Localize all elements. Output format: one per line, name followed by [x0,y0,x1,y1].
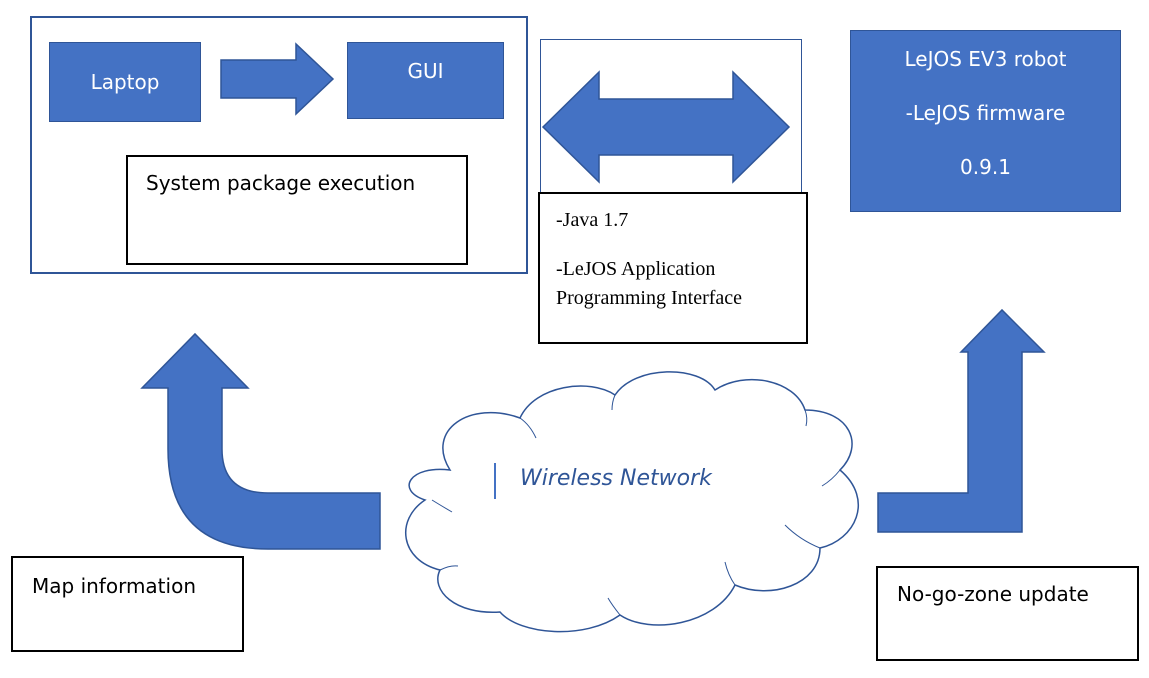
laptop-box: Laptop [49,42,201,122]
robot-title: LeJOS EV3 robot [904,47,1067,71]
laptop-to-gui-arrow [220,42,335,116]
no-go-zone-update-box: No-go-zone update [876,566,1139,661]
api-interface-line: Programming Interface [556,287,743,309]
system-package-execution-label: System package execution [146,171,416,195]
api-java-line: -Java 1.7 [556,209,629,231]
wireless-network-label: Wireless Network [520,466,712,491]
robot-firmware-version: 0.9.1 [960,155,1011,179]
wireless-network-cloud [405,371,859,633]
robot-firmware: -LeJOS firmware [905,101,1066,125]
robot-box: LeJOS EV3 robot -LeJOS firmware 0.9.1 [850,30,1121,212]
api-lejos-line: -LeJOS Application [556,258,716,280]
gui-box: GUI [347,42,504,119]
api-arrow-frame [540,39,802,195]
network-to-robot-arrow [877,308,1046,533]
map-information-box: Map information [11,556,244,652]
laptop-group-frame [30,16,528,274]
system-package-execution-box: System package execution [126,155,468,265]
gui-label: GUI [407,59,444,83]
laptop-label: Laptop [90,70,160,94]
network-to-laptop-arrow [140,332,381,550]
no-go-zone-update-label: No-go-zone update [897,582,1089,606]
map-information-label: Map information [32,574,196,598]
api-info-box: -Java 1.7 -LeJOS Application Programming… [538,192,808,344]
api-double-arrow [541,70,791,184]
